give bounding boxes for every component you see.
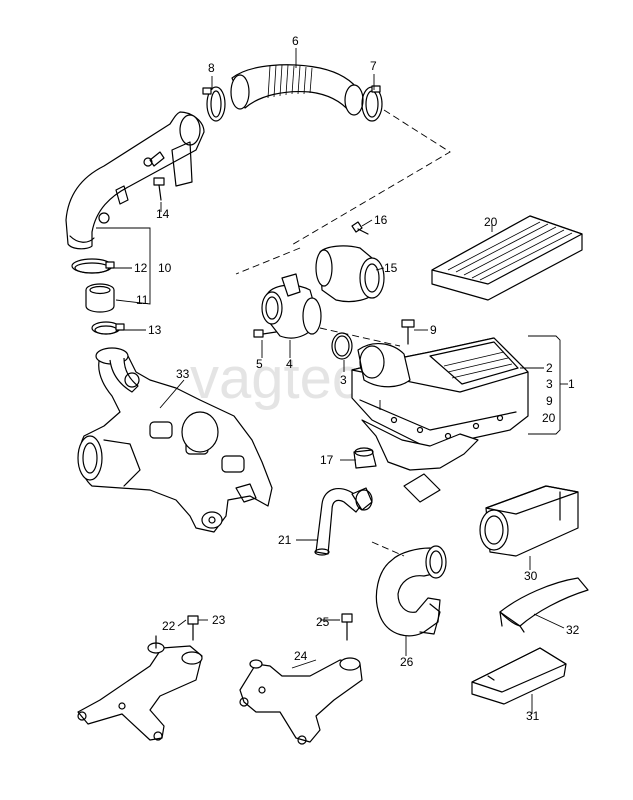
- callout-8: 8: [208, 61, 215, 75]
- part-14-bolt: [153, 177, 165, 201]
- part-26-air-duct: [375, 473, 447, 637]
- callout-20-list: 20: [542, 411, 556, 425]
- assembly-lines: [235, 109, 451, 557]
- callout-5: 5: [256, 357, 263, 371]
- callout-2: 2: [546, 361, 553, 375]
- part-8-clamp: [202, 86, 226, 122]
- callout-15: 15: [384, 261, 398, 275]
- part-11-sleeve: [85, 283, 115, 313]
- callout-16: 16: [374, 213, 388, 227]
- part-33-turbocharger: [77, 347, 273, 533]
- callout-4: 4: [286, 357, 293, 371]
- callout-14: 14: [156, 207, 170, 221]
- callout-32: 32: [566, 623, 580, 637]
- part-30-intake-snorkel: [479, 485, 579, 557]
- part-9-screw: [401, 319, 415, 345]
- callout-23: 23: [212, 613, 226, 627]
- callout-22: 22: [162, 619, 176, 633]
- part-4-airflow-meter: [261, 273, 322, 339]
- callout-25: 25: [316, 615, 330, 629]
- callout-3-list: 3: [546, 377, 553, 391]
- part-5-bolt: [253, 329, 277, 338]
- callout-9: 9: [430, 323, 437, 337]
- leader-lines: [96, 48, 568, 714]
- callout-7: 7: [370, 59, 377, 73]
- part-13-clamp: [91, 321, 125, 335]
- part-17-grommet: [353, 447, 377, 469]
- part-16-screw: [351, 221, 369, 235]
- callout-21: 21: [278, 533, 292, 547]
- callout-31: 31: [526, 709, 540, 723]
- callout-1: 1: [568, 377, 575, 391]
- part-22-bracket: [77, 635, 203, 741]
- part-10-intake-pipe: [65, 111, 205, 250]
- part-32-cover: [499, 577, 589, 633]
- part-7-clamp: [361, 85, 383, 122]
- callout-11: 11: [136, 293, 149, 307]
- callout-26: 26: [400, 655, 414, 669]
- callout-17: 17: [320, 453, 334, 467]
- callout-3-seal: 3: [340, 373, 347, 387]
- callout-12: 12: [134, 261, 148, 275]
- callout-33: 33: [176, 367, 190, 381]
- part-1-air-filter-housing: [351, 337, 529, 471]
- part-23-bolt: [187, 615, 199, 641]
- part-25-bolt: [341, 613, 353, 641]
- callout-13: 13: [148, 323, 162, 337]
- part-21-hose: [314, 487, 373, 556]
- part-12-clamp: [71, 258, 115, 274]
- part-20-filter-element: [431, 215, 583, 301]
- callout-20-filter: 20: [484, 215, 498, 229]
- part-6-air-hose: [230, 64, 364, 116]
- callout-labels: 6 8 7 14 16 20 12 10 15 11 13 9 5 4 2 33…: [134, 34, 580, 723]
- callout-9-list: 9: [546, 394, 553, 408]
- part-15-airflow-housing: [315, 245, 385, 303]
- part-31-cover: [471, 647, 567, 705]
- callout-30: 30: [524, 569, 538, 583]
- callout-6: 6: [292, 34, 299, 48]
- part-24-bracket: [239, 657, 363, 745]
- callout-24: 24: [294, 649, 308, 663]
- callout-10: 10: [158, 261, 172, 275]
